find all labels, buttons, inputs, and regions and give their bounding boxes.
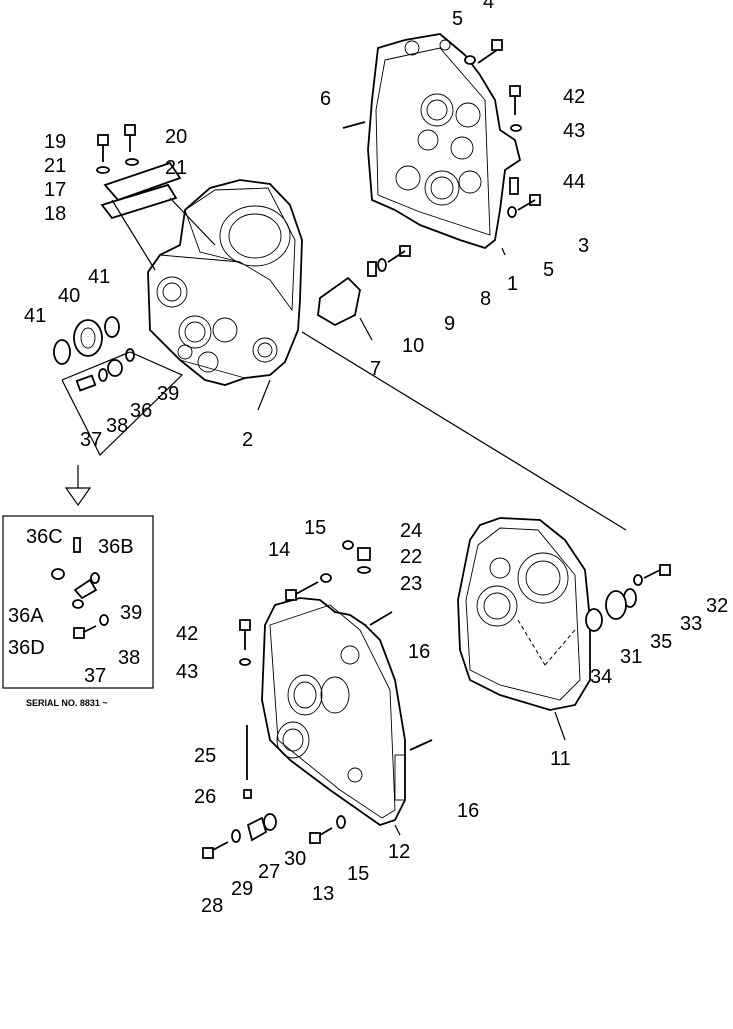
callout-13: 13 bbox=[312, 883, 334, 905]
callout-36a: 36A bbox=[8, 605, 44, 627]
callout-11: 11 bbox=[550, 748, 571, 770]
callout-41a: 41 bbox=[88, 266, 110, 288]
callout-20: 20 bbox=[165, 126, 187, 148]
callout-5b: 5 bbox=[543, 259, 554, 281]
callout-38b: 38 bbox=[118, 647, 140, 669]
callout-labels: 1 2 3 4 5 5 6 7 8 9 10 11 12 13 14 15 15… bbox=[8, 0, 728, 917]
callout-40: 40 bbox=[58, 285, 80, 307]
callout-24: 24 bbox=[400, 520, 422, 542]
callout-16a: 16 bbox=[408, 641, 430, 663]
callout-31: 31 bbox=[620, 646, 642, 668]
callout-35: 35 bbox=[650, 631, 672, 653]
callout-42a: 42 bbox=[563, 86, 585, 108]
callout-44: 44 bbox=[563, 171, 585, 193]
callout-22: 22 bbox=[400, 546, 422, 568]
callout-36b: 36B bbox=[98, 536, 134, 558]
callout-43a: 43 bbox=[563, 120, 585, 142]
callout-23: 23 bbox=[400, 573, 422, 595]
callout-10: 10 bbox=[402, 335, 424, 357]
callout-39b: 39 bbox=[120, 602, 142, 624]
callout-27: 27 bbox=[258, 861, 280, 883]
callout-17: 17 bbox=[44, 179, 66, 201]
callout-41b: 41 bbox=[24, 305, 46, 327]
callout-42b: 42 bbox=[176, 623, 198, 645]
callout-32: 32 bbox=[706, 595, 728, 617]
callout-7: 7 bbox=[370, 358, 381, 380]
callout-34: 34 bbox=[590, 666, 612, 688]
callout-1: 1 bbox=[507, 273, 518, 295]
callout-33: 33 bbox=[680, 613, 702, 635]
callout-26: 26 bbox=[194, 786, 216, 808]
callout-4: 4 bbox=[483, 0, 494, 13]
callout-36: 36 bbox=[130, 400, 152, 422]
callout-2: 2 bbox=[242, 429, 253, 451]
serial-inset: SERIAL NO. 8831 ~ bbox=[2, 515, 154, 708]
callout-8: 8 bbox=[480, 288, 491, 310]
callout-21b: 21 bbox=[165, 157, 187, 179]
callout-18: 18 bbox=[44, 203, 66, 225]
callout-36d: 36D bbox=[8, 637, 45, 659]
callout-15a: 15 bbox=[304, 517, 326, 539]
callout-37b: 37 bbox=[84, 665, 106, 687]
callout-15b: 15 bbox=[347, 863, 369, 885]
callout-16b: 16 bbox=[457, 800, 479, 822]
callout-14: 14 bbox=[268, 539, 290, 561]
part-18-gasket bbox=[100, 183, 178, 220]
callout-38a: 38 bbox=[106, 415, 128, 437]
callout-5a: 5 bbox=[452, 8, 463, 30]
part-11-cover bbox=[457, 517, 591, 711]
callout-29: 29 bbox=[231, 878, 253, 900]
callout-37a: 37 bbox=[80, 429, 102, 451]
callout-36c: 36C bbox=[26, 526, 63, 548]
callout-28: 28 bbox=[201, 895, 223, 917]
part-1-rear-case bbox=[367, 33, 522, 250]
callout-3: 3 bbox=[578, 235, 589, 257]
part-17-cover bbox=[103, 161, 182, 202]
callout-43b: 43 bbox=[176, 661, 198, 683]
callout-30: 30 bbox=[284, 848, 306, 870]
serial-number: SERIAL NO. 8831 ~ bbox=[26, 698, 108, 708]
callout-25: 25 bbox=[194, 745, 216, 767]
callout-6: 6 bbox=[320, 88, 331, 110]
callout-21a: 21 bbox=[44, 155, 66, 177]
callout-12: 12 bbox=[388, 841, 410, 863]
part-2-front-case bbox=[147, 179, 303, 386]
callout-9: 9 bbox=[444, 313, 455, 335]
part-12-lower-case bbox=[261, 597, 406, 826]
leader-lines bbox=[61, 197, 627, 836]
small-parts bbox=[53, 39, 671, 859]
callout-39a: 39 bbox=[157, 383, 179, 405]
callout-19: 19 bbox=[44, 131, 66, 153]
